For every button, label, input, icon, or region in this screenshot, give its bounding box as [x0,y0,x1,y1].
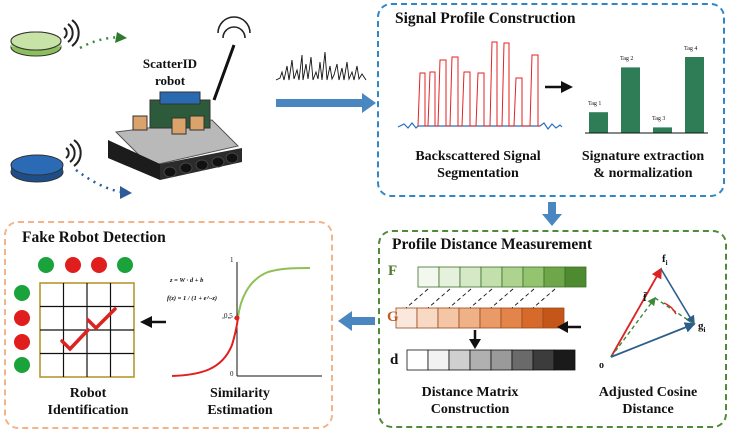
robot-circle [117,257,133,273]
detection-right-caption: Similarity Estimation [180,385,300,419]
robot-circle [65,257,81,273]
robot-circle [14,310,30,326]
vector-f-text: f [662,253,666,265]
signal-profile-panel [377,3,725,197]
tag-bar [589,112,608,133]
signal-right-caption-1: Signature extraction [581,149,705,164]
sigmoid-plot [171,262,322,377]
signal-right-caption: Signature extraction & normalization [563,148,723,182]
origin-label: o [599,360,604,371]
row-d-label: d [390,352,399,368]
detection-left-caption-1: Robot [69,386,107,401]
row-g-label: G [387,309,399,325]
tag-bar [685,57,704,133]
distance-title: Profile Distance Measurement [392,236,593,253]
wifi-icon [63,19,80,47]
signal-left-caption-2: Segmentation [437,166,519,181]
green-tag-disc [10,31,62,57]
cosine-vector-diagram [610,267,696,358]
raw-signal-waveform [275,51,367,81]
vector-g-sub: i [703,326,706,335]
signal-left-caption-1: Backscattered Signal [415,149,541,164]
tag-bar-chart [589,57,704,133]
tag-bar [653,127,672,133]
robot-name-line2: robot [154,73,186,88]
arrow-to-signal-profile [276,93,376,113]
tag-label: Tag 3 [652,116,666,123]
tag-label: Tag 2 [620,56,634,63]
vector-f-sub: i [665,259,668,268]
vector-g-label: gi [698,318,705,339]
robot-circle [91,257,107,273]
signal-profile-title: Signal Profile Construction [395,10,576,27]
vector-f-label: fi [662,251,668,272]
fake-robot-detection-panel [4,221,333,429]
matrix-cell [542,307,565,329]
arrow-left-to-grid [140,316,152,328]
robot-circle [14,334,30,350]
sigmoid-axis-mid: 0.5 [224,312,233,320]
blue-tag-dotted-arrow [75,168,123,194]
signal-left-caption: Backscattered Signal Segmentation [393,148,563,182]
distance-right-caption-2: Distance [622,402,674,417]
robot-name: ScatterID robot [125,55,215,89]
backscatter-red-segments [417,41,540,127]
arrow-left-to-matrix [557,321,568,333]
robot-circle [38,257,54,273]
distance-right-caption: Adjusted Cosine Distance [578,384,718,418]
blue-tag-disc [10,154,64,183]
detection-left-caption-2: Identification [47,403,129,418]
blue-arrowhead [120,186,132,199]
dashed-connectors [405,288,556,309]
distance-left-caption-2: Construction [430,402,510,417]
detection-right-caption-2: Estimation [207,403,273,418]
tag-bar [621,67,640,133]
signal-right-caption-2: & normalization [593,166,693,181]
robot-name-line1: ScatterID [142,56,198,71]
detection-left-caption: Robot Identification [28,385,148,419]
vector-fbar-label: f̄ [643,292,647,304]
robot-illustration [108,16,251,180]
robot-circle [14,357,30,373]
distance-right-caption-1: Adjusted Cosine [598,385,698,400]
d-distance-row [406,349,576,371]
matrix-cell [553,349,576,371]
arrow-down-to-distance [542,202,562,226]
checkmark-icon [60,328,90,352]
sigmoid-axis-top: 1 [230,256,234,264]
wifi-icon [65,139,82,167]
tag-label: Tag 1 [588,101,602,108]
robot-circle [14,285,30,301]
vector-g-text: g [698,320,704,332]
identification-grid [39,282,135,378]
row-f-label: F [388,263,398,279]
green-arrowhead [115,32,127,43]
green-tag-dotted-arrow [79,35,121,50]
matrix-cell [564,266,587,288]
fake-detection-title: Fake Robot Detection [22,229,166,246]
formula-linear: z = W · d + b [170,277,204,284]
detection-right-caption-1: Similarity [210,386,270,401]
f-feature-row [417,266,587,288]
g-feature-row [395,307,565,329]
arrow-left-to-detection [338,311,375,331]
distance-left-caption-1: Distance Matrix [421,385,519,400]
robot-circle-grid [14,257,133,373]
sigmoid-axis-bottom: 0 [230,370,234,378]
checkmark-icon [86,307,117,331]
tag-label: Tag 4 [684,46,698,52]
formula-sigmoid: f(z) = 1 / (1 + e^-z) [167,295,218,302]
profile-distance-panel [378,230,727,428]
distance-left-caption: Distance Matrix Construction [400,384,540,418]
